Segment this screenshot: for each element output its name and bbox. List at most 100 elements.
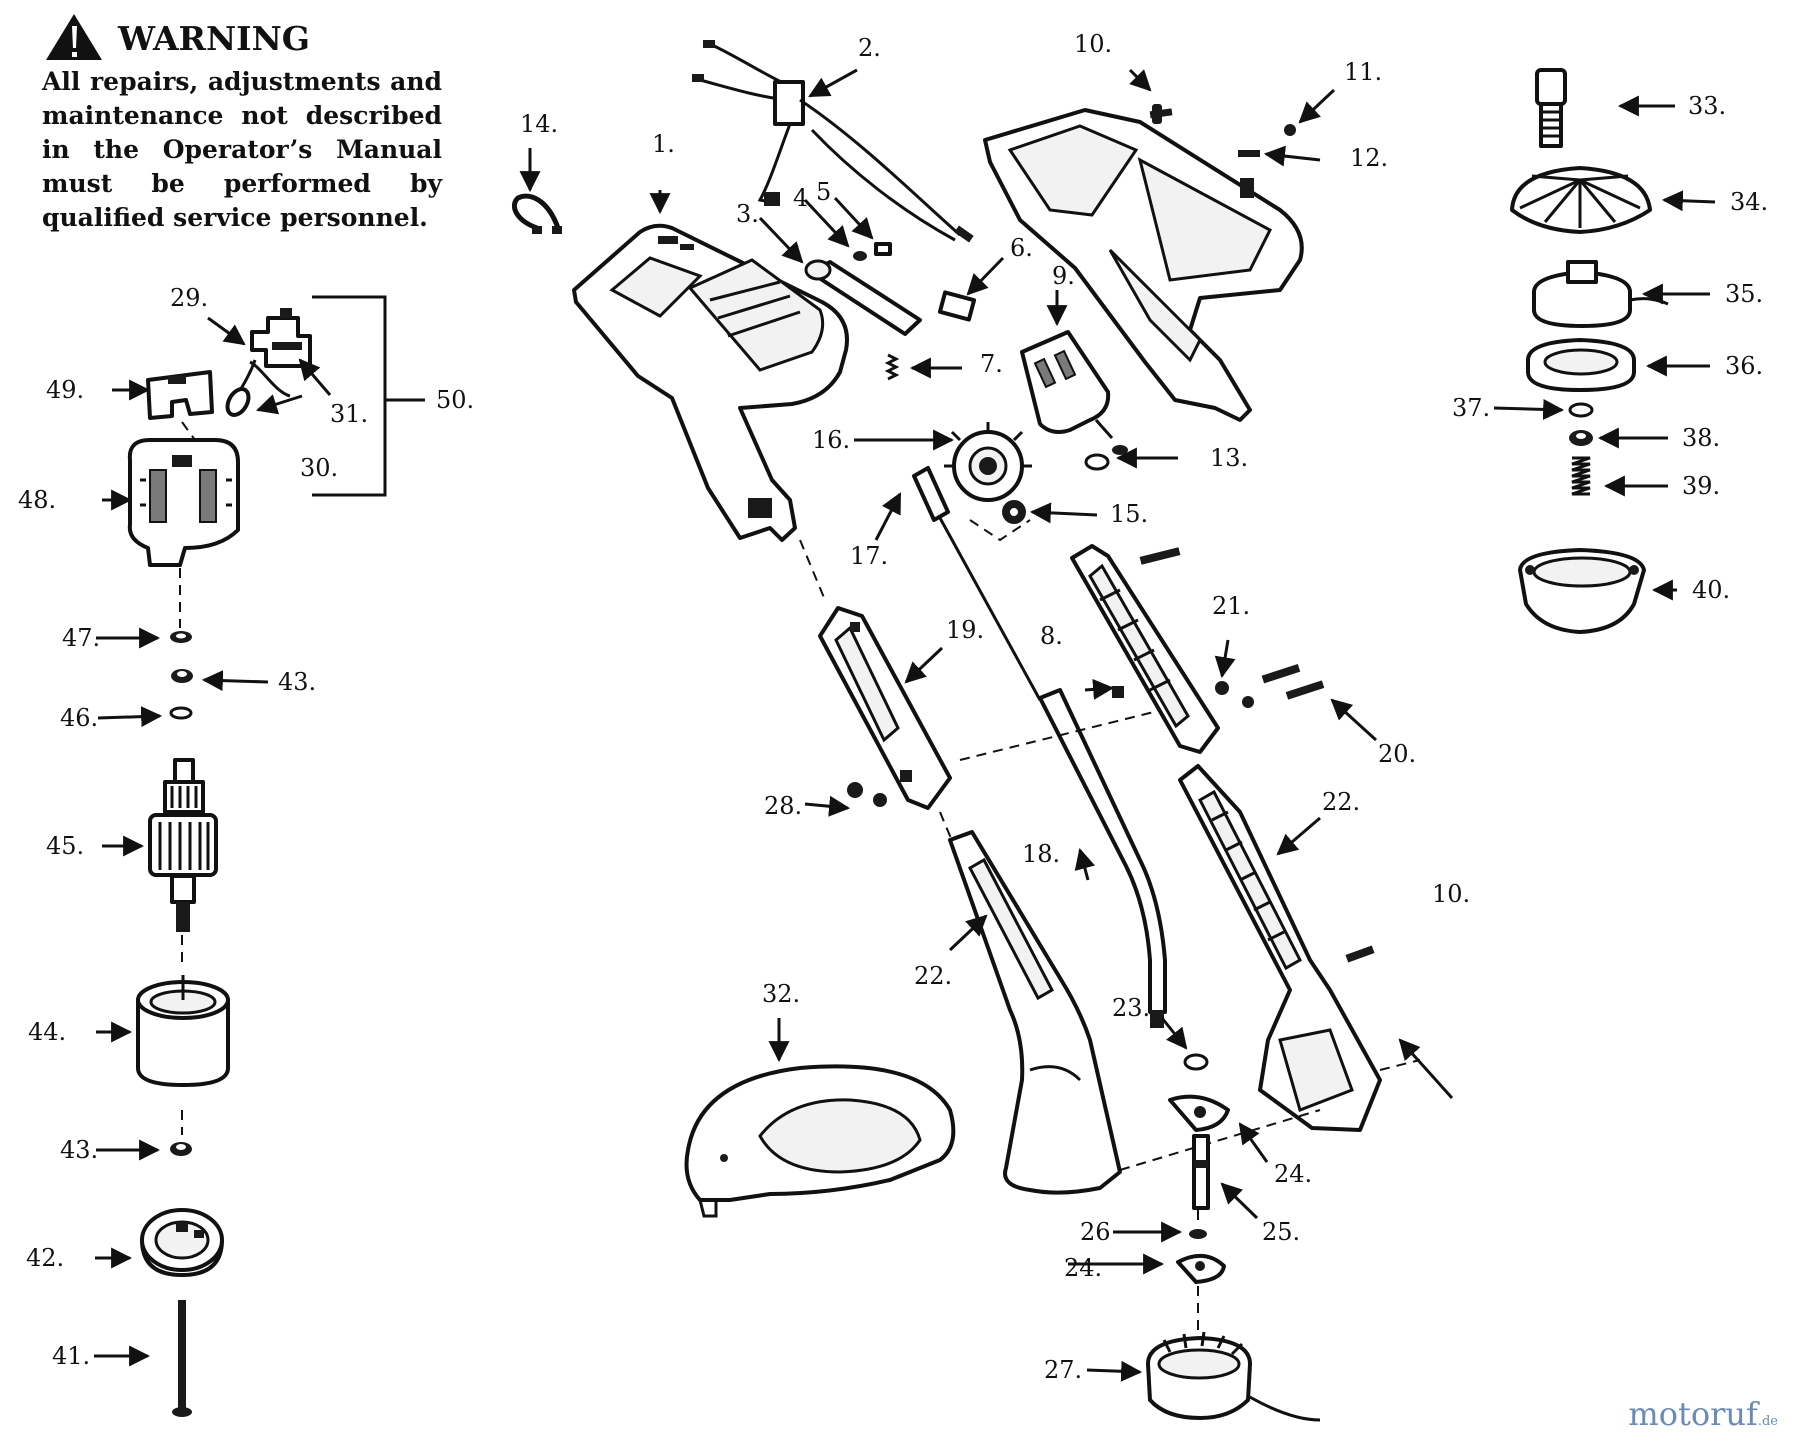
label-part-4: 4 (793, 184, 808, 212)
label-part-36: 36. (1725, 352, 1763, 380)
part-39-spring (1571, 456, 1591, 496)
warning-notice: WARNING All repairs, adjustments and mai… (42, 22, 442, 235)
part-1-handle-left-half (572, 223, 849, 542)
part-48-motor-housing (127, 438, 240, 567)
label-part-40: 40. (1692, 576, 1730, 604)
label-part-16: 16. (812, 426, 850, 454)
part-4-spring (853, 251, 867, 261)
part-23-washer (1183, 1053, 1209, 1071)
part-19-lower-housing-left (818, 606, 952, 810)
callout-arrows (94, 68, 1716, 1382)
part-8-nut (1112, 686, 1124, 698)
part-32-guard (684, 1064, 956, 1218)
watermark-name: motoruf (1628, 1395, 1758, 1433)
label-part-26: 26 (1080, 1218, 1111, 1246)
part-24-lower-plate (1176, 1254, 1226, 1284)
label-part-34: 34. (1730, 188, 1768, 216)
label-part-19: 19. (946, 616, 984, 644)
label-part-17: 17. (850, 542, 888, 570)
label-part-43-lower: 43. (60, 1136, 98, 1164)
part-10-screw-bottom (1345, 945, 1375, 963)
label-part-5: 5 (816, 178, 831, 206)
guide-line-right (1119, 1059, 1421, 1171)
watermark-tld: .de (1757, 1414, 1778, 1429)
part-37-washer (1568, 402, 1594, 418)
warning-triangle-icon (46, 14, 102, 60)
part-9-motor (1020, 330, 1128, 455)
label-part-42: 42. (26, 1244, 64, 1272)
part-25-shaft (1192, 1134, 1210, 1210)
label-part-46: 46. (60, 704, 98, 732)
part-27-fan (1146, 1331, 1321, 1422)
part-35-spool (1532, 260, 1669, 328)
gear-guide (969, 519, 1031, 542)
part-17-coupler (912, 466, 1042, 701)
label-part-47: 47. (62, 624, 100, 652)
part-31-brush-holder (250, 308, 312, 368)
part-47-washer (170, 631, 192, 643)
label-part-1: 1. (652, 130, 675, 158)
part-24-upper-plate (1168, 1094, 1230, 1132)
part-10-screw-top (1149, 108, 1173, 119)
label-part-24-lower: 24. (1064, 1254, 1102, 1282)
part-5-clip (874, 242, 892, 256)
label-part-10-top: 10. (1074, 30, 1112, 58)
part-33-bolt (1535, 68, 1567, 148)
part-16-gear (944, 422, 1032, 502)
warning-title: WARNING (118, 19, 310, 58)
part-21-lower-housing-right (1070, 544, 1220, 754)
label-part-8: 8. (1040, 622, 1063, 650)
label-part-10: 10. (1432, 880, 1470, 908)
part-26-washer (1189, 1229, 1207, 1239)
part-7-spring (884, 353, 900, 381)
label-part-20: 20. (1378, 740, 1416, 768)
part-21-nuts (1215, 681, 1254, 708)
part-22-lower-housing-right (1178, 764, 1382, 1132)
label-part-39: 39. (1682, 472, 1720, 500)
label-part-29: 29. (170, 284, 208, 312)
label-part-27: 27. (1044, 1356, 1082, 1384)
label-part-35: 35. (1725, 280, 1763, 308)
part-number-labels: 1. 2. 3. 4 5 6. 7. 8. 9. 10. 11. 12. 13.… (18, 30, 1768, 1384)
label-part-22-right: 22. (1322, 788, 1360, 816)
part-28-nuts (847, 782, 887, 807)
part-41-through-bolt (172, 1300, 192, 1417)
part-34-spool-cap (1510, 166, 1652, 234)
part-20-screws (1261, 664, 1325, 700)
label-part-41: 41. (52, 1342, 90, 1370)
label-part-33: 33. (1688, 92, 1726, 120)
label-part-49: 49. (46, 376, 84, 404)
part-42-end-bell (140, 1208, 224, 1277)
label-part-18: 18. (1022, 840, 1060, 868)
label-part-12: 12. (1350, 144, 1388, 172)
part-43-upper-bearing (171, 669, 193, 683)
part-45-armature (148, 758, 218, 932)
part-38-nut (1569, 430, 1593, 446)
label-part-50: 50. (436, 386, 474, 414)
part-18-drive-shaft (1038, 688, 1167, 1028)
part-36-ring (1526, 338, 1636, 392)
part-46-ring (169, 706, 193, 720)
part-2-power-cord (692, 40, 974, 243)
part-21-screw-top (1139, 547, 1181, 565)
assembly-50-bracket (312, 295, 425, 497)
label-part-6: 6. (1010, 234, 1033, 262)
part-11-nut (1284, 124, 1296, 136)
part-22-lower-housing-left (948, 830, 1122, 1195)
part-6-plug (937, 290, 977, 322)
label-part-48: 48. (18, 486, 56, 514)
warning-text: All repairs, adjustments and maintenance… (42, 67, 442, 232)
part-12-screw (1238, 150, 1260, 157)
label-part-28: 28. (764, 792, 802, 820)
label-part-30: 30. (300, 454, 338, 482)
watermark-logo: motoruf.de (1628, 1395, 1778, 1433)
part-14-clip (512, 193, 562, 234)
label-part-37: 37. (1452, 394, 1490, 422)
part-1-handle-right-half (983, 104, 1304, 422)
label-part-7: 7. (980, 350, 1003, 378)
part-43-lower-bearing (170, 1142, 192, 1156)
part-44-magnet-ring (136, 975, 230, 1087)
motor-axis-upper (179, 421, 196, 628)
part-49-brush-cap (146, 370, 214, 420)
